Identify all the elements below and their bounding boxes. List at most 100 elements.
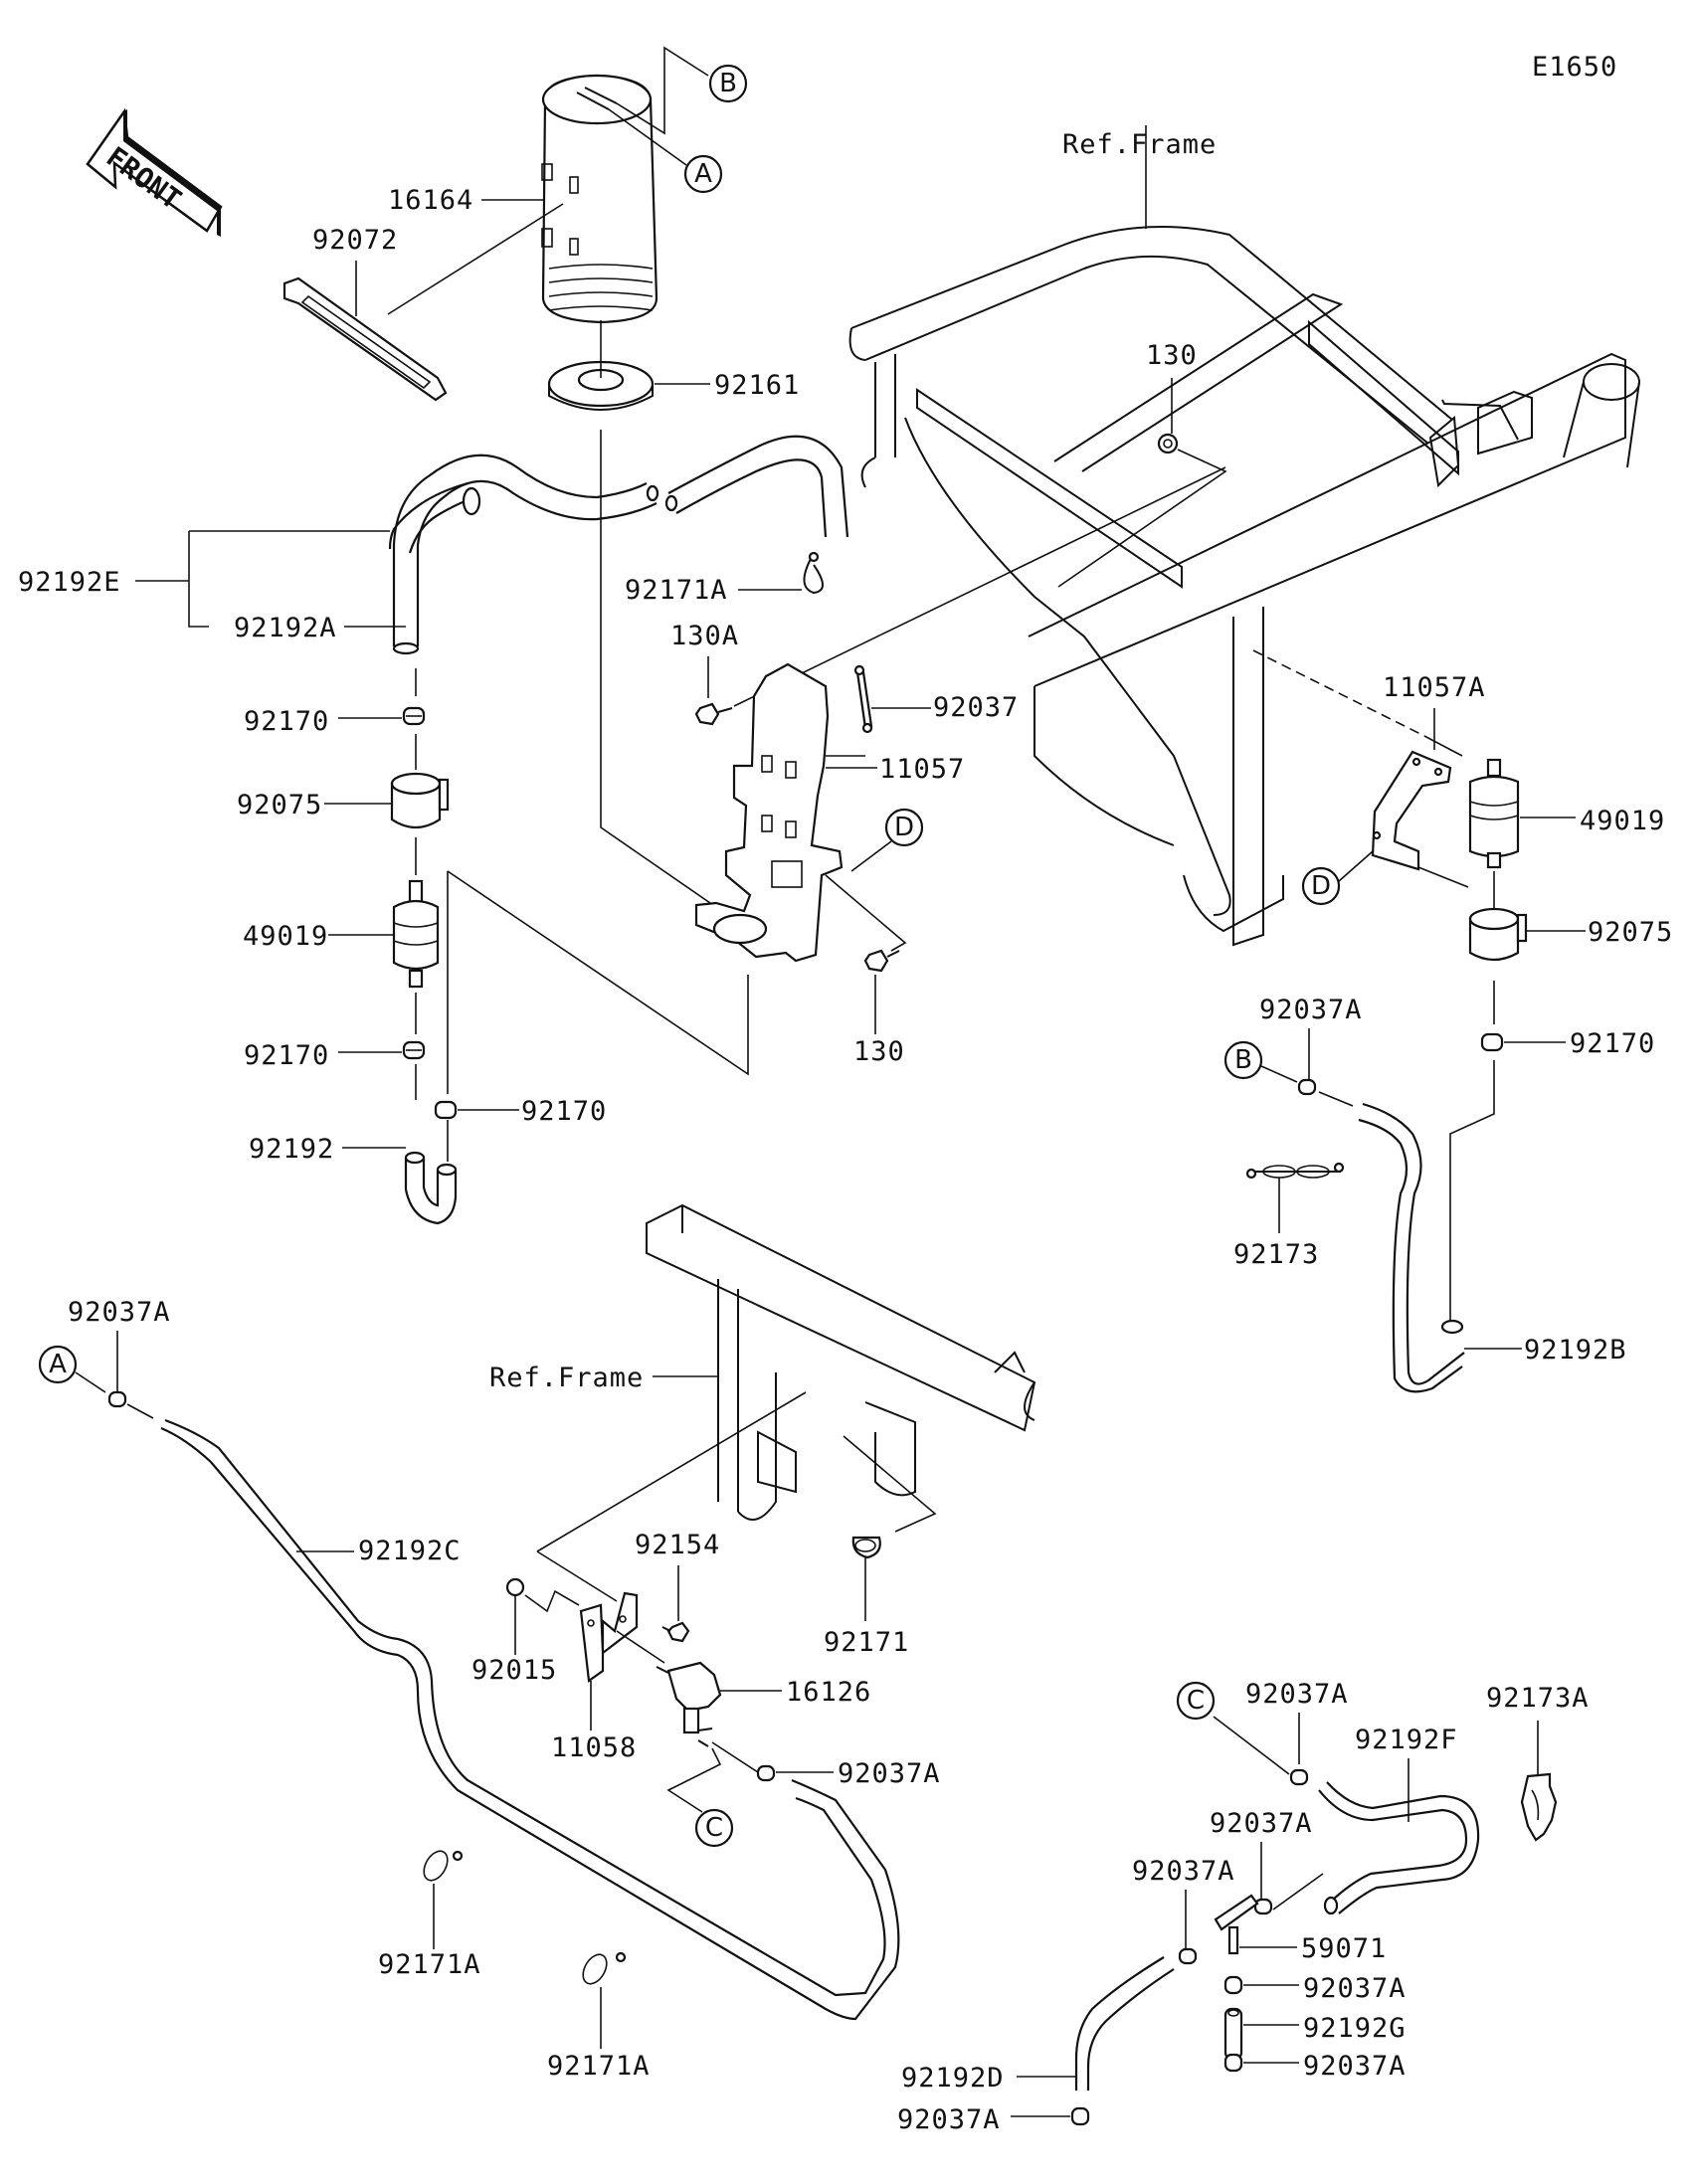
svg-text:D: D (1311, 871, 1331, 901)
callout-92037A-a[interactable]: 92037A (68, 1297, 171, 1328)
clamp-92037A-d[interactable] (1253, 1898, 1273, 1915)
callout-49019-left[interactable]: 49019 (243, 921, 328, 952)
clamp-92170-b[interactable] (402, 1040, 426, 1060)
marker-C-right: C (1176, 1681, 1216, 1721)
callout-92170-right[interactable]: 92170 (1570, 1028, 1655, 1059)
joint-59071[interactable] (1214, 1894, 1259, 1955)
bracket-11058[interactable] (579, 1591, 639, 1683)
callout-92075-right[interactable]: 92075 (1588, 917, 1673, 948)
callout-92072[interactable]: 92072 (312, 225, 398, 256)
clamp-92170-right[interactable] (1480, 1032, 1504, 1052)
callout-92037A-d[interactable]: 92037A (1210, 1808, 1313, 1839)
clamp-92170-c[interactable] (434, 1100, 458, 1120)
clamp-92171[interactable] (851, 1536, 881, 1559)
callout-11057A[interactable]: 11057A (1383, 672, 1486, 703)
clamp-92037A-e[interactable] (1178, 1947, 1198, 1965)
callout-92192D[interactable]: 92192D (901, 2063, 1005, 2093)
marker-D-left: D (884, 808, 924, 847)
callout-130-bottom[interactable]: 130 (853, 1036, 905, 1067)
clamp-92171A-top[interactable] (803, 551, 824, 595)
ref-frame-label-bottom: Ref.Frame (489, 1363, 644, 1393)
callout-92192A[interactable]: 92192A (234, 613, 337, 643)
clamp-92037A-a[interactable] (107, 1390, 127, 1408)
callout-92173[interactable]: 92173 (1233, 1239, 1319, 1270)
bushing-92075-left[interactable] (390, 772, 450, 829)
callout-92170-a[interactable]: 92170 (244, 706, 329, 737)
hose-92192[interactable] (404, 1151, 458, 1225)
callout-92171[interactable]: 92171 (824, 1627, 909, 1658)
bolt-130A[interactable] (694, 702, 733, 726)
nut-130-top[interactable] (1157, 433, 1179, 455)
hose-92192A[interactable] (392, 435, 849, 655)
callout-92037A-c[interactable]: 92037A (1245, 1679, 1349, 1710)
fuel-filter-49019-left[interactable] (392, 879, 440, 989)
fuel-filter-49019-right[interactable] (1468, 758, 1520, 869)
clamp-92037A-b[interactable] (1297, 1078, 1317, 1096)
callout-92171A-top[interactable]: 92171A (625, 575, 728, 606)
callout-92192F[interactable]: 92192F (1355, 1725, 1458, 1755)
callout-92192[interactable]: 92192 (249, 1134, 334, 1165)
svg-text:A: A (49, 1350, 67, 1379)
callout-92037[interactable]: 92037 (933, 692, 1019, 723)
callout-92037A-b[interactable]: 92037A (1259, 995, 1363, 1025)
callout-11057[interactable]: 11057 (879, 754, 965, 785)
bracket-11057[interactable] (694, 662, 844, 963)
bolt-130-bottom[interactable] (863, 949, 900, 973)
callout-92037A-h[interactable]: 92037A (897, 2104, 1001, 2135)
strap-92072[interactable] (282, 276, 448, 402)
marker-B-top: B (708, 64, 748, 103)
callout-92037A-mid[interactable]: 92037A (838, 1758, 941, 1789)
clamp-92037A-g[interactable] (1223, 2053, 1243, 2073)
hose-92192G[interactable] (1223, 2007, 1243, 2061)
callout-92173A[interactable]: 92173A (1486, 1683, 1590, 1714)
callout-92170-b[interactable]: 92170 (244, 1040, 329, 1071)
callout-130A[interactable]: 130A (670, 621, 739, 651)
callout-92192C[interactable]: 92192C (358, 1536, 462, 1566)
callout-130-top[interactable]: 130 (1146, 340, 1198, 371)
nut-92015[interactable] (505, 1577, 525, 1597)
callout-92192E[interactable]: 92192E (18, 567, 121, 598)
hose-92192F[interactable] (1318, 1781, 1480, 1915)
callout-92161[interactable]: 92161 (714, 370, 800, 401)
holder-92173A[interactable] (1520, 1772, 1558, 1842)
clamp-92037A-c[interactable] (1289, 1768, 1309, 1786)
solenoid-valve-16126[interactable] (656, 1661, 722, 1747)
marker-A-top: A (683, 154, 723, 194)
callout-92154[interactable]: 92154 (635, 1530, 720, 1560)
callout-59071[interactable]: 59071 (1301, 1933, 1387, 1964)
bushing-92075-right[interactable] (1468, 907, 1528, 962)
callout-92192G[interactable]: 92192G (1303, 2013, 1407, 2044)
clip-92173[interactable] (1245, 1162, 1345, 1180)
clamp-92037A-f[interactable] (1223, 1975, 1243, 1995)
callout-11058[interactable]: 11058 (551, 1732, 637, 1763)
svg-text:D: D (894, 813, 914, 842)
callout-92075-left[interactable]: 92075 (237, 790, 322, 820)
callout-92015[interactable]: 92015 (471, 1655, 557, 1686)
marker-D-right: D (1301, 866, 1341, 906)
clamp-92171A-2[interactable] (578, 1950, 627, 1988)
callout-16126[interactable]: 16126 (786, 1677, 871, 1708)
clamp-92171A-1[interactable] (419, 1847, 464, 1885)
callout-92171A-2[interactable]: 92171A (547, 2051, 651, 2082)
callout-92037A-f[interactable]: 92037A (1303, 1973, 1407, 2004)
pin-92037[interactable] (853, 664, 873, 734)
callout-92170-c[interactable]: 92170 (521, 1096, 607, 1127)
diagram-id: E1650 (1532, 52, 1617, 83)
callout-92037A-g[interactable]: 92037A (1303, 2051, 1407, 2082)
hose-92192C[interactable] (160, 1418, 900, 2021)
hose-92192B[interactable] (1358, 1102, 1465, 1393)
callout-16164[interactable]: 16164 (388, 185, 473, 216)
hose-92192E[interactable] (388, 481, 481, 554)
canister-16164[interactable] (541, 74, 658, 324)
callout-92192B[interactable]: 92192B (1524, 1335, 1627, 1365)
callout-49019-right[interactable]: 49019 (1580, 806, 1665, 836)
clamp-92037A-h[interactable] (1070, 2106, 1090, 2126)
hose-92192D[interactable] (1074, 1956, 1175, 2091)
clamp-92170-a[interactable] (402, 706, 426, 726)
bolt-92154[interactable] (661, 1621, 690, 1643)
clamp-92037A-mid[interactable] (756, 1764, 776, 1782)
callout-92037A-e[interactable]: 92037A (1132, 1856, 1235, 1887)
bracket-11057A[interactable] (1371, 750, 1452, 871)
callout-92171A-1[interactable]: 92171A (378, 1949, 481, 1980)
grommet-92161[interactable] (547, 360, 655, 411)
